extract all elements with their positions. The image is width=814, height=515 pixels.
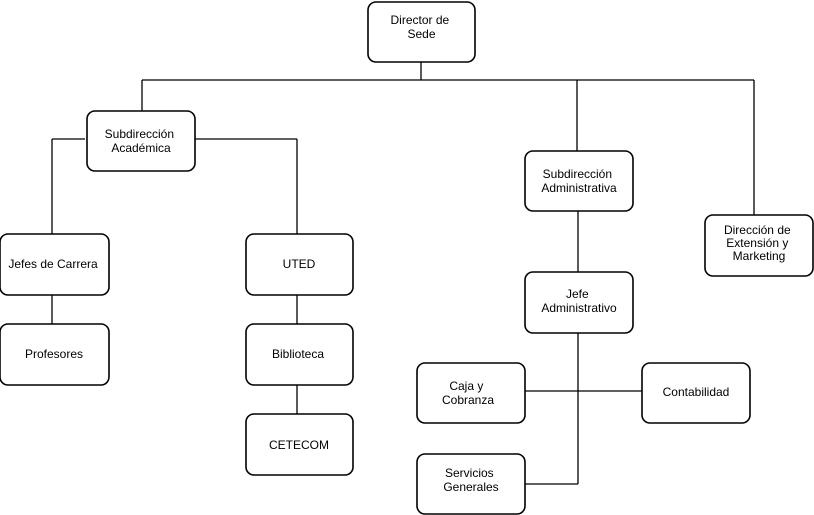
node-biblioteca: Biblioteca <box>245 323 354 386</box>
node-box <box>524 150 634 212</box>
node-label: UTED <box>283 257 316 271</box>
node-director: Director de Sede <box>367 1 476 63</box>
node-contabilidad: Contabilidad <box>641 362 751 424</box>
node-box <box>416 453 526 515</box>
node-label: Caja y Cobranza <box>442 379 494 407</box>
node-jefe-administrativo: Jefe Administrativo <box>524 271 634 334</box>
node-label: Profesores <box>25 347 83 361</box>
node-sub-academica: Subdirección Académica <box>86 110 196 172</box>
node-label: Jefes de Carrera <box>8 257 98 271</box>
node-label: Dirección de Extensión y Marketing <box>724 223 794 263</box>
node-caja-cobranza: Caja y Cobranza <box>416 362 526 424</box>
node-box <box>245 323 354 386</box>
node-box <box>245 413 354 476</box>
node-label: Jefe Administrativo <box>541 287 617 315</box>
connectors <box>51 62 755 485</box>
node-label: Director de Sede <box>390 13 452 41</box>
node-label: Biblioteca <box>272 347 324 361</box>
node-uted: UTED <box>245 233 354 296</box>
node-servicios-generales: Servicios Generales <box>416 453 526 515</box>
node-cetecom: CETECOM <box>245 413 354 476</box>
node-profesores: Profesores <box>0 323 110 386</box>
node-box <box>86 110 196 172</box>
node-label: Subdirección Académica <box>105 127 178 155</box>
node-label: Subdirección Administrativa <box>541 167 617 195</box>
node-sub-administrativa: Subdirección Administrativa <box>524 150 634 212</box>
node-box <box>416 362 526 424</box>
node-jefes-carrera: Jefes de Carrera <box>0 233 110 296</box>
node-box <box>0 323 110 386</box>
node-label: Servicios Generales <box>443 466 498 494</box>
node-box <box>704 214 814 277</box>
node-box <box>245 233 354 296</box>
node-label: CETECOM <box>269 438 329 452</box>
node-box <box>367 1 476 63</box>
node-dir-extension: Dirección de Extensión y Marketing <box>704 214 814 277</box>
node-box <box>524 271 634 334</box>
node-box <box>641 362 751 424</box>
node-label: Contabilidad <box>663 385 730 399</box>
node-box <box>0 233 110 296</box>
